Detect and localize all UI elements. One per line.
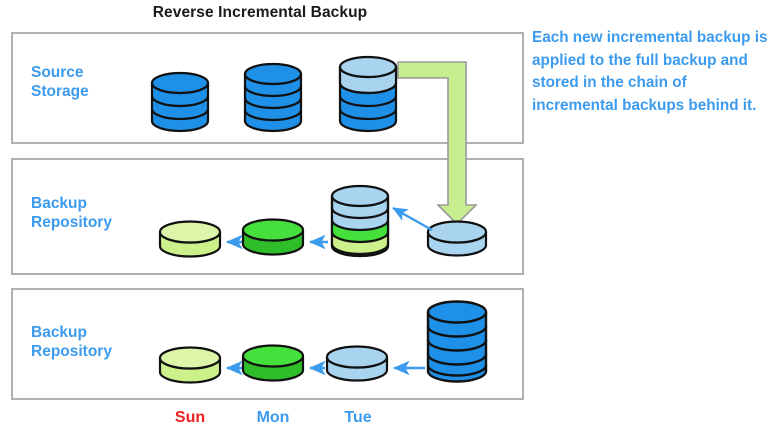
source-stack-3 — [338, 55, 398, 133]
page-title: Reverse Incremental Backup — [152, 4, 368, 21]
repo-mid-disk-mon — [241, 218, 305, 256]
repo-bottom-full-backup-stack — [426, 300, 488, 383]
day-label-mon: Mon — [256, 409, 290, 426]
repo-mid-arrow-new-to-stack — [392, 206, 433, 232]
panel-backup-repository-middle — [11, 158, 524, 275]
source-stack-1 — [150, 71, 210, 133]
repo-mid-chain-stack — [330, 184, 390, 258]
explanatory-note: Each new incremental backup is applied t… — [532, 29, 768, 114]
day-label-tue: Tue — [344, 409, 372, 426]
day-label-sun: Sun — [174, 409, 206, 426]
green-transfer-arrow — [397, 61, 478, 226]
repo-mid-disk-sun — [158, 220, 222, 258]
panel-label-backup-repository-bottom: Backup Repository — [31, 324, 112, 360]
panel-label-backup-repository-middle: Backup Repository — [31, 195, 112, 231]
repo-bottom-disk-sun — [158, 346, 222, 384]
repo-bottom-disk-tue — [325, 345, 389, 382]
source-stack-2 — [243, 62, 303, 133]
repo-bottom-disk-mon — [241, 344, 305, 382]
repo-mid-new-increment-disk — [426, 220, 488, 257]
panel-label-source-storage: Source Storage — [31, 64, 89, 100]
